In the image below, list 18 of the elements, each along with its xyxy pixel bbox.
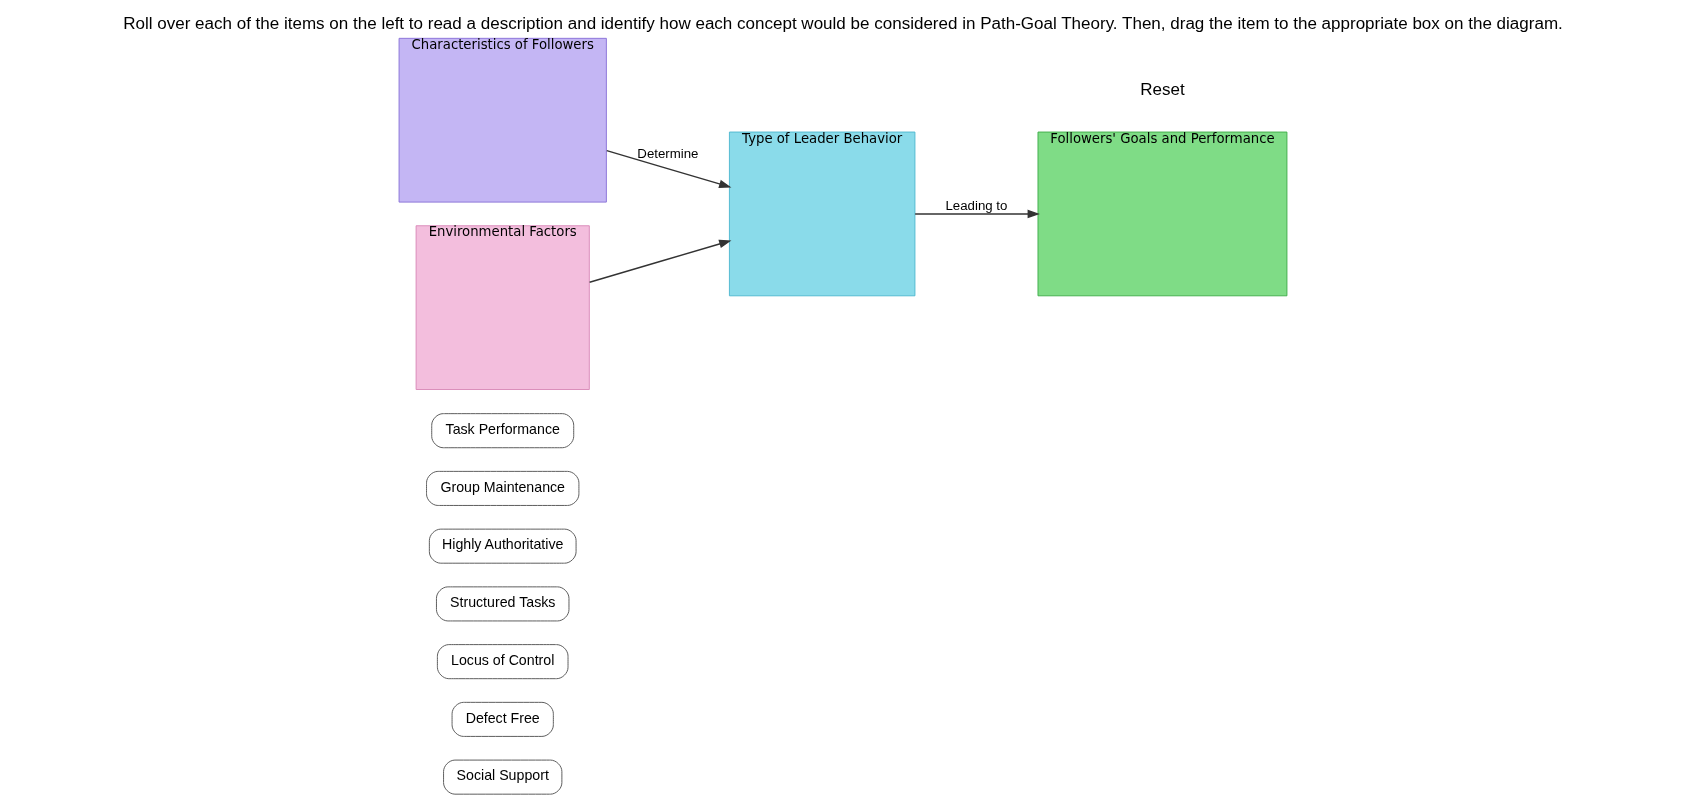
node-box: Locus of Control	[436, 644, 568, 680]
arrow	[588, 239, 731, 283]
arrow	[605, 149, 731, 189]
node-box: Highly Authoritative	[428, 528, 577, 564]
node-box: Structured Tasks	[435, 586, 569, 622]
node-box: Task Performance	[430, 413, 574, 449]
node-box: Followers' Goals and Performance	[1037, 131, 1287, 297]
node-box: Type of Leader Behavior	[728, 131, 915, 297]
node-box: Environmental Factors	[415, 225, 590, 390]
edge-label: Leading to	[945, 198, 1007, 214]
node-box: Group Maintenance	[425, 470, 579, 506]
node-box: Social Support	[442, 759, 562, 795]
edge-label: Determine	[636, 146, 698, 162]
arrow	[913, 209, 1040, 219]
label: Reset	[1139, 80, 1185, 100]
diagram-title: Roll over each of the items on the left to read a description and identify how each concept would be considered in Path-Goal Theory. Then, drag the item to the appropriate box on the diagram.	[122, 14, 1563, 34]
node-box: Characteristics of Followers	[398, 37, 607, 203]
node-box: Defect Free	[451, 701, 554, 737]
